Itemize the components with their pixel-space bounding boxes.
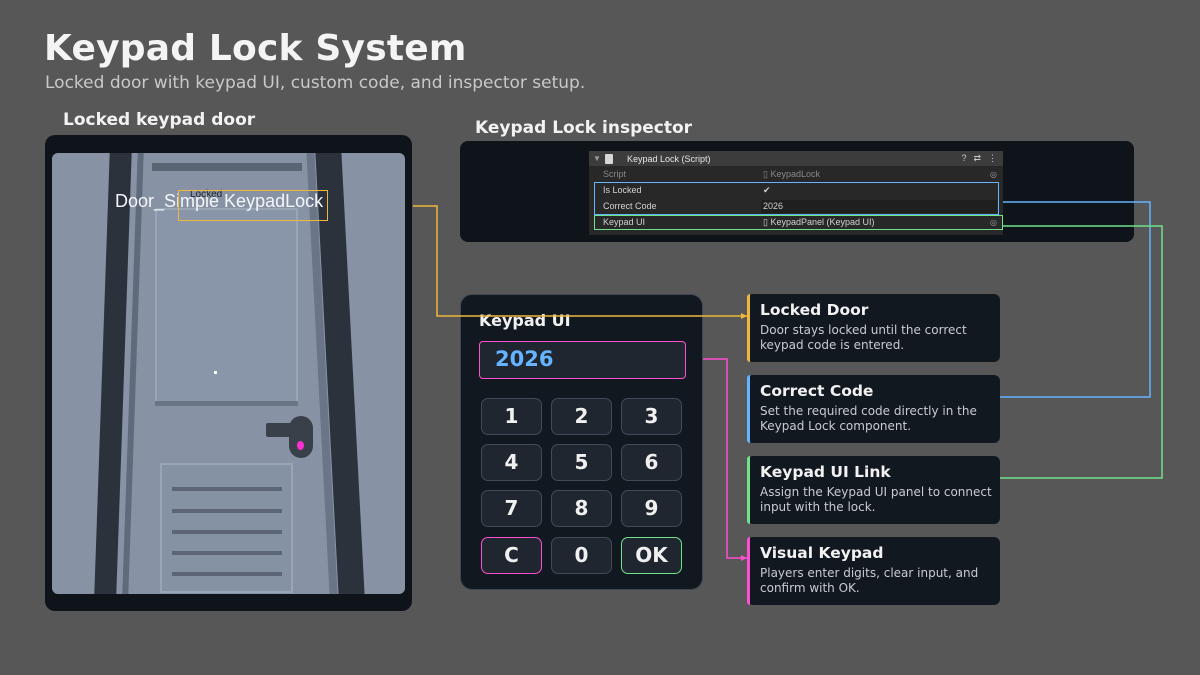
key-8[interactable]: 8 [551,490,612,527]
key-7[interactable]: 7 [481,490,542,527]
card-correct-code: Correct Code Set the required code direc… [747,375,1000,443]
louver-slat [172,509,282,513]
door-scene-viewport[interactable]: Door_Simple KeypadLock Locked [52,153,405,594]
card-accent-bar [747,294,750,362]
card-visual-keypad: Visual Keypad Players enter digits, clea… [747,537,1000,605]
louver-slat [172,487,282,491]
door-object-name: Door_Simple KeypadLock [115,191,324,211]
locked-code-highlight [594,182,999,215]
keypad-trigger-marker [297,441,304,450]
card-description: Door stays locked until the correct keyp… [760,323,967,352]
card-title: Visual Keypad [760,544,884,562]
card-accent-bar [747,375,750,443]
connector-inspector-to-ui-link-card [1000,225,1163,479]
door-top-rail [152,163,302,171]
door-middle-rail [155,401,298,406]
louver-slat [172,572,282,576]
card-description: Players enter digits, clear input, and c… [760,566,979,595]
card-title: Locked Door [760,301,869,319]
help-icon[interactable]: ? [961,153,967,163]
louver-slat [172,551,282,555]
card-accent-bar [747,537,750,605]
key-3[interactable]: 3 [621,398,682,435]
keypad-ui-field[interactable]: ▯ KeypadPanel (Keypad UI) [763,216,875,227]
key-0[interactable]: 0 [551,537,612,574]
door-status-tag: Locked [190,189,223,200]
component-header[interactable]: ▼ Keypad Lock (Script) ? ⇄ ⋮ [589,151,1003,166]
key-4[interactable]: 4 [481,444,542,481]
crosshair-dot [214,371,217,374]
card-description: Set the required code directly in the Ke… [760,404,977,433]
connector-keypad-to-visual-card [703,358,747,559]
door-louver-panel [160,463,293,593]
door-upper-panel [155,208,298,403]
card-title: Correct Code [760,382,874,400]
page-title: Keypad Lock System [44,28,467,69]
component-title: Keypad Lock (Script) [627,153,711,164]
script-icon [605,153,613,164]
row-label: Script [603,169,627,179]
key-2[interactable]: 2 [551,398,612,435]
key-9[interactable]: 9 [621,490,682,527]
correct-code-input[interactable]: 2026 [761,199,997,213]
clear-button[interactable]: C [481,537,542,574]
key-6[interactable]: 6 [621,444,682,481]
preset-icon[interactable]: ⇄ [973,153,981,163]
inspector-row-is-locked: Is Locked ✔ [589,182,1003,198]
is-locked-checkbox[interactable]: ✔ [763,184,771,195]
keypad-code-display: 2026 [479,341,686,379]
card-title: Keypad UI Link [760,463,891,481]
door-name-highlight [178,190,328,221]
object-picker-icon[interactable]: ◎ [990,217,997,227]
louver-slat [172,530,282,534]
card-description: Assign the Keypad UI panel to connect in… [760,485,992,514]
script-value: KeypadLock [770,168,820,179]
object-picker-icon: ◎ [990,169,997,179]
card-locked-door: Locked Door Door stays locked until the … [747,294,1000,362]
keypad-ui-panel: Keypad UI 2026 1 2 3 4 5 6 7 8 9 C 0 OK [460,294,703,590]
script-field: ▯ KeypadLock [763,168,820,179]
row-label: Is Locked [603,185,642,195]
card-keypad-ui-link: Keypad UI Link Assign the Keypad UI pane… [747,456,1000,524]
page-subtitle: Locked door with keypad UI, custom code,… [45,73,586,93]
ok-button[interactable]: OK [621,537,682,574]
keypad-ui-highlight [594,215,1003,230]
door-handle-plate[interactable] [289,416,313,458]
key-1[interactable]: 1 [481,398,542,435]
more-options-icon[interactable]: ⋮ [988,153,997,163]
inspector-section-label: Keypad Lock inspector [475,118,693,138]
door-section-label: Locked keypad door [63,110,256,130]
keypad-ui-value: KeypadPanel (Keypad UI) [770,216,875,227]
key-5[interactable]: 5 [551,444,612,481]
foldout-arrow-icon[interactable]: ▼ [593,154,601,163]
inspector-row-script: Script ▯ KeypadLock ◎ [589,166,1003,182]
card-accent-bar [747,456,750,524]
keypad-title: Keypad UI [479,311,571,330]
